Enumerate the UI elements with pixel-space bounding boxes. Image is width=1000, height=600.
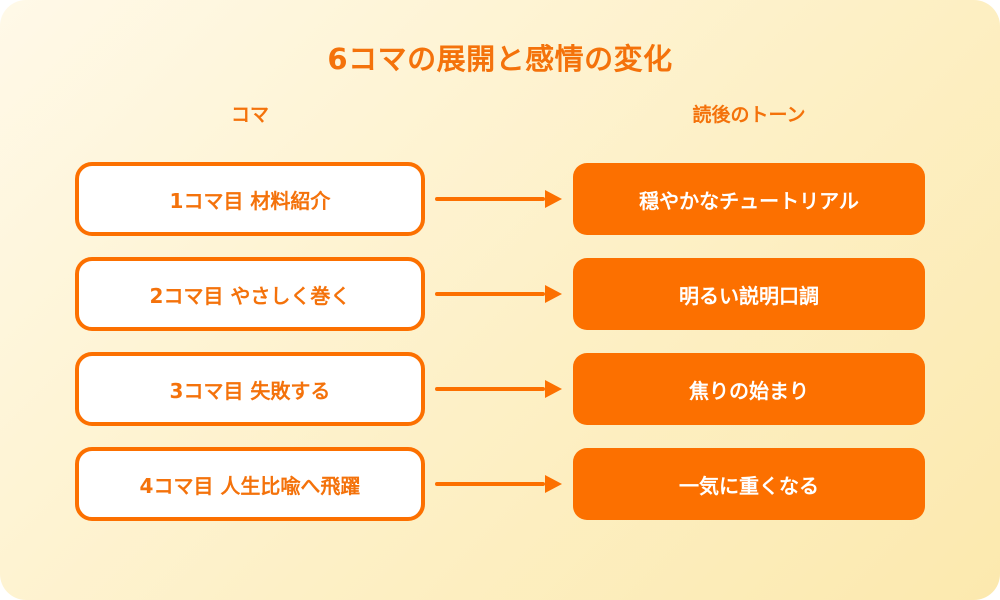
flow-rows: 1コマ目 材料紹介 穏やかなチュートリアル 2コマ目 やさしく巻く 明るい説明口… <box>75 162 925 542</box>
tone-box-4: 一気に重くなる <box>573 448 925 520</box>
column-header-tone: 読後のトーン <box>692 104 806 126</box>
arrow-1 <box>425 162 573 236</box>
arrow-3 <box>425 352 573 426</box>
flow-row-4: 4コマ目 人生比喩へ飛躍 一気に重くなる <box>75 447 925 521</box>
arrow-4 <box>425 447 573 521</box>
flow-row-3: 3コマ目 失敗する 焦りの始まり <box>75 352 925 426</box>
panel-label: 1コマ目 材料紹介 <box>169 188 331 213</box>
panel-label: 2コマ目 やさしく巻く <box>149 283 351 308</box>
column-header-panel: コマ <box>230 104 269 126</box>
tone-label: 焦りの始まり <box>689 378 809 403</box>
tone-label: 明るい説明口調 <box>679 283 819 308</box>
tone-box-1: 穏やかなチュートリアル <box>573 163 925 235</box>
tone-label: 穏やかなチュートリアル <box>639 188 859 213</box>
tone-label: 一気に重くなる <box>679 473 819 498</box>
right-arrow-icon <box>435 190 562 208</box>
panel-box-3: 3コマ目 失敗する <box>75 352 425 426</box>
right-arrow-icon <box>435 285 562 303</box>
column-headers: コマ 読後のトーン <box>75 100 925 127</box>
arrow-2 <box>425 257 573 331</box>
tone-box-3: 焦りの始まり <box>573 353 925 425</box>
right-arrow-icon <box>435 475 562 493</box>
flow-row-2: 2コマ目 やさしく巻く 明るい説明口調 <box>75 257 925 331</box>
panel-label: 3コマ目 失敗する <box>169 378 331 403</box>
panel-box-4: 4コマ目 人生比喩へ飛躍 <box>75 447 425 521</box>
panel-label: 4コマ目 人生比喩へ飛躍 <box>139 473 361 498</box>
tone-box-2: 明るい説明口調 <box>573 258 925 330</box>
panel-box-2: 2コマ目 やさしく巻く <box>75 257 425 331</box>
diagram-title: 6コマの展開と感情の変化 <box>327 42 673 76</box>
right-arrow-icon <box>435 380 562 398</box>
flow-row-1: 1コマ目 材料紹介 穏やかなチュートリアル <box>75 162 925 236</box>
panel-box-1: 1コマ目 材料紹介 <box>75 162 425 236</box>
